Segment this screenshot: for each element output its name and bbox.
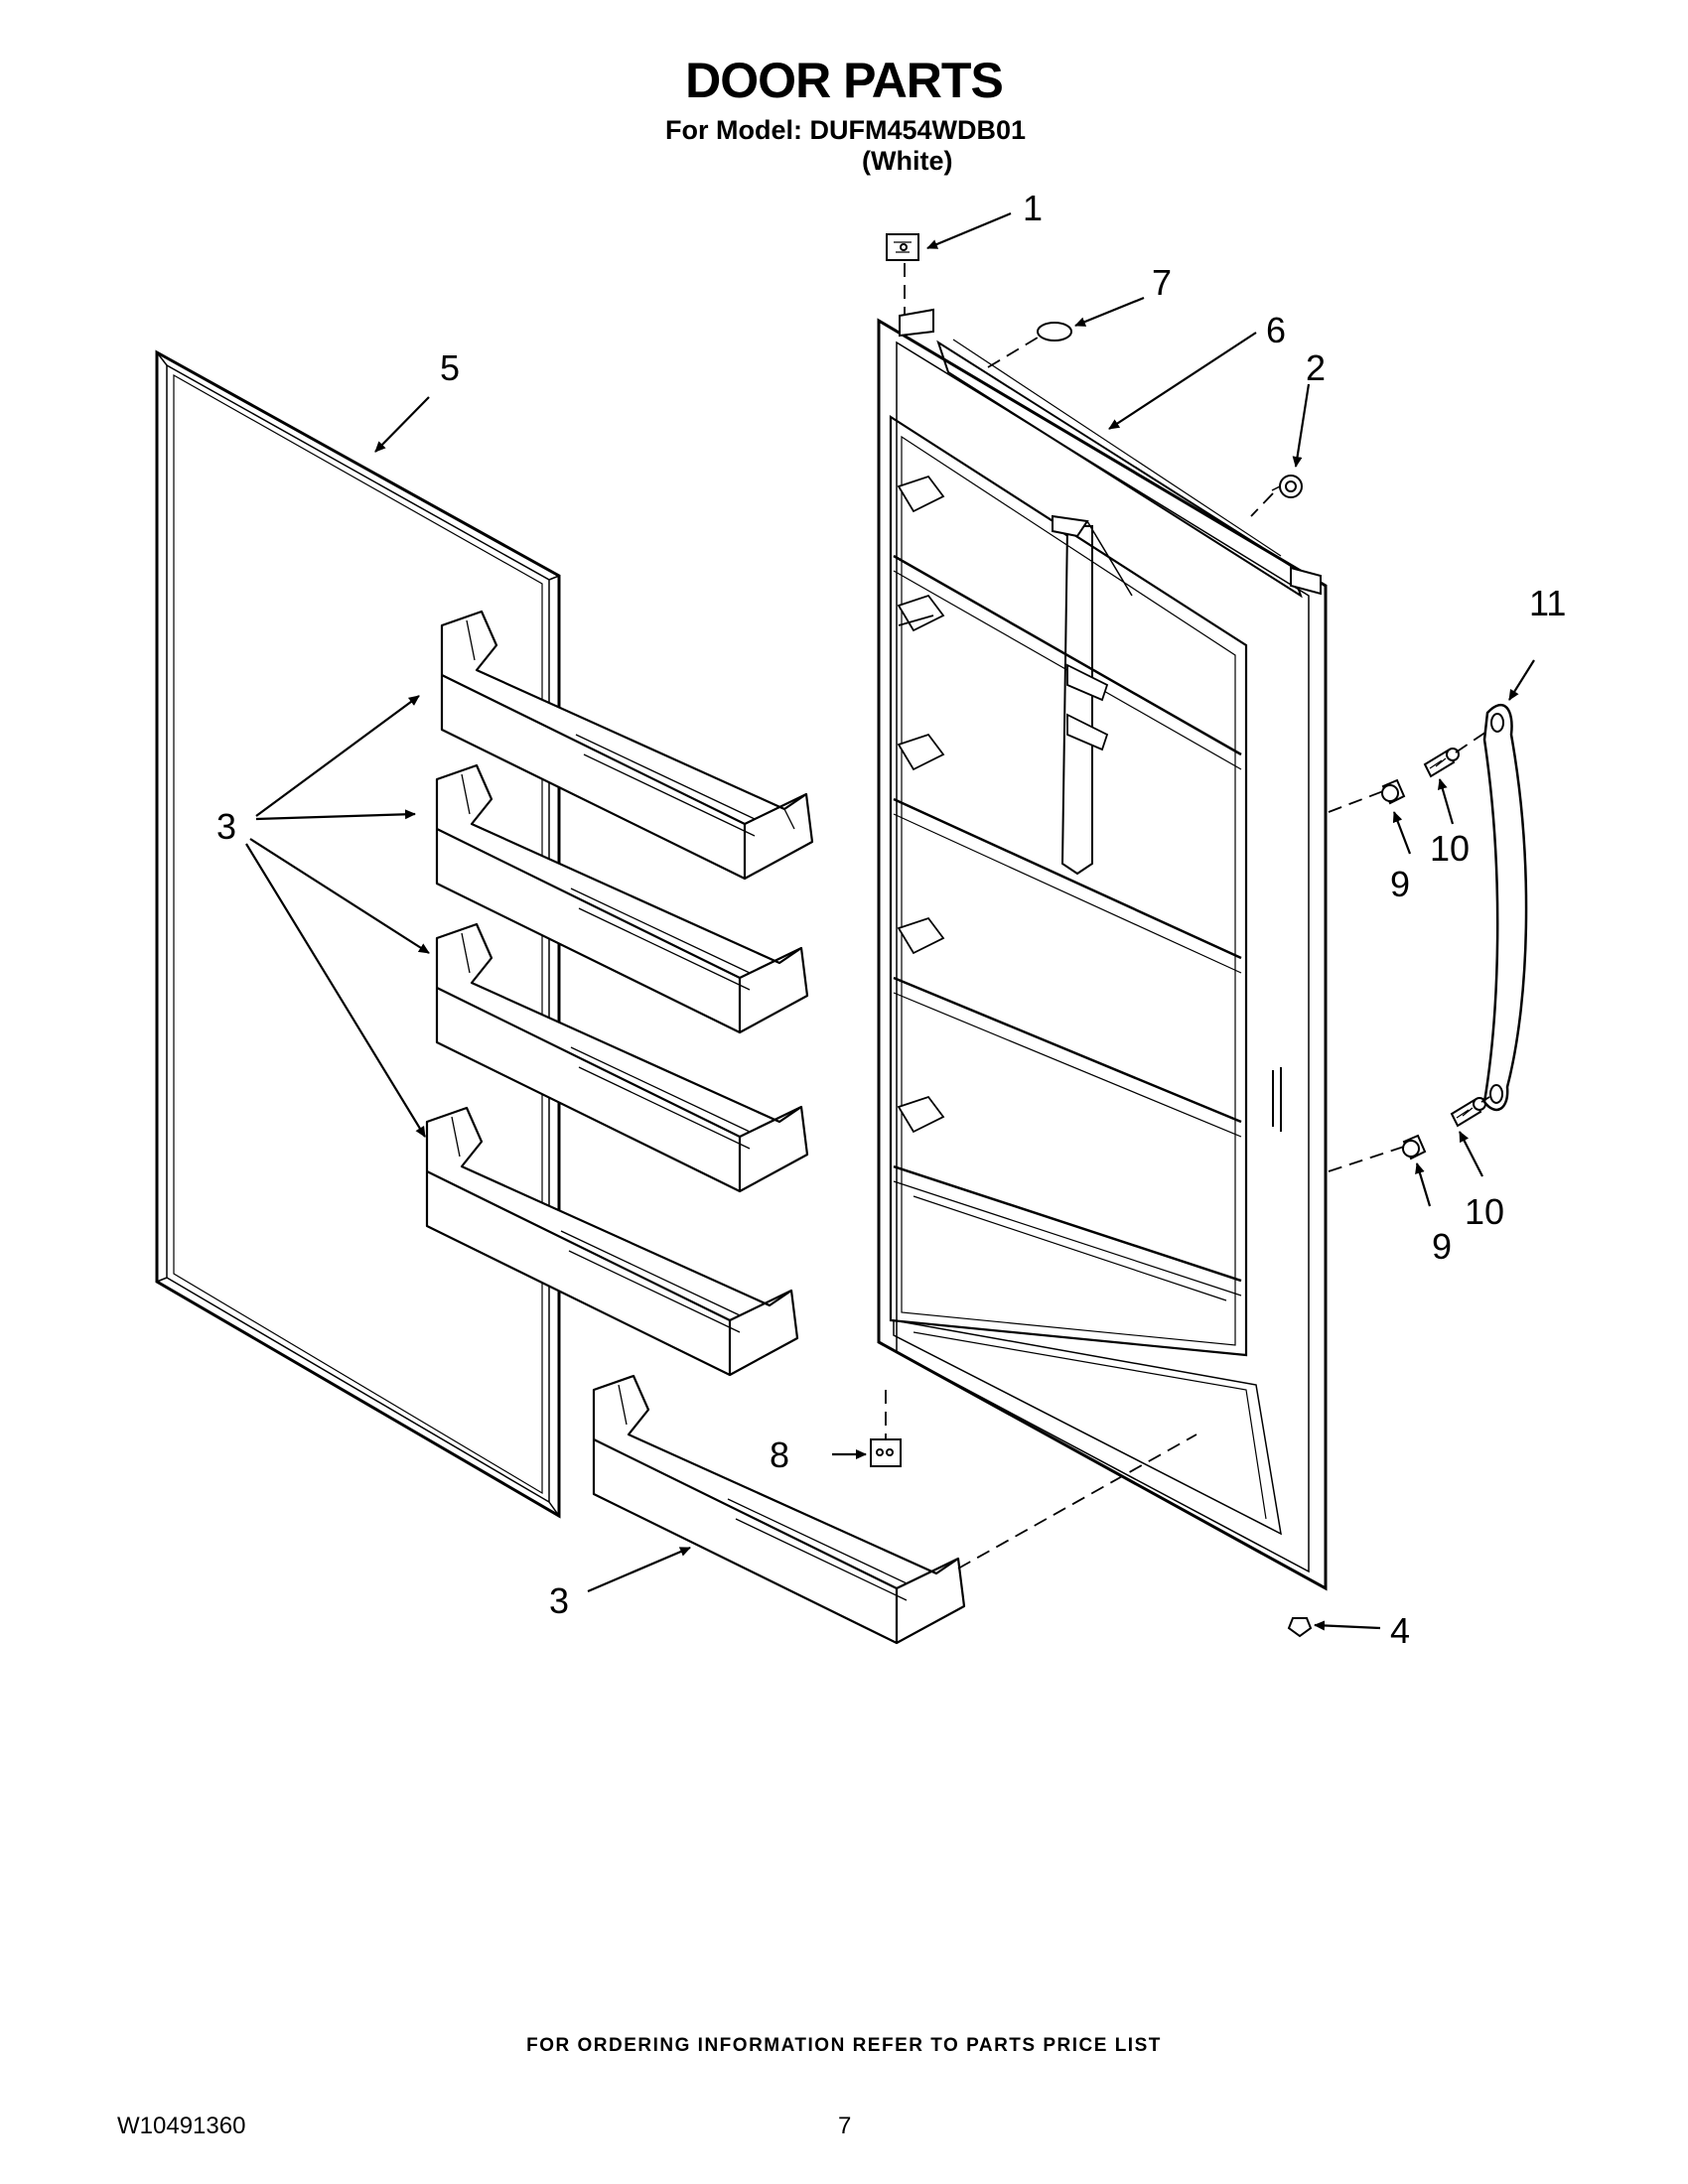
page-number: 7 — [838, 2113, 852, 2139]
inner-door-liner — [877, 308, 1328, 1591]
spacer-upper — [1381, 778, 1406, 805]
ordering-note: FOR ORDERING INFORMATION REFER TO PARTS … — [526, 2035, 1162, 2056]
callout-labels: 1 2 3 3 4 5 6 7 8 9 9 10 10 11 — [216, 188, 1566, 1651]
callout-10-lower: 10 — [1465, 1191, 1504, 1232]
bottom-screw — [1287, 1617, 1313, 1638]
leader-arrows — [245, 211, 1535, 1631]
callout-6: 6 — [1266, 310, 1286, 350]
document-number: W10491360 — [117, 2113, 246, 2139]
model-line: For Model: DUFM454WDB01 — [665, 115, 1027, 145]
handle-screw-lower — [1450, 1097, 1486, 1128]
bottom-hinge — [870, 1438, 902, 1467]
door-bin-5 — [592, 1374, 966, 1645]
callout-2: 2 — [1306, 347, 1326, 388]
door-gasket — [155, 349, 561, 1519]
hardware-parts — [870, 233, 1528, 1638]
callout-11: 11 — [1529, 583, 1566, 623]
callout-7: 7 — [1152, 262, 1172, 303]
callout-1: 1 — [1023, 188, 1043, 228]
top-hinge — [886, 233, 919, 261]
door-bin-4 — [425, 1106, 799, 1377]
callout-5: 5 — [440, 347, 460, 388]
hinge-pin — [1271, 475, 1303, 498]
handle-screw-upper — [1423, 748, 1460, 778]
callout-3-upper: 3 — [216, 806, 236, 847]
assembly-lines — [885, 263, 1490, 1570]
door-handle — [1482, 703, 1528, 1112]
door-bin-1 — [440, 610, 814, 881]
door-bins — [425, 610, 966, 1645]
washer — [1037, 322, 1072, 341]
callout-9-upper: 9 — [1390, 864, 1410, 904]
callout-4: 4 — [1390, 1610, 1410, 1651]
page-title: DOOR PARTS — [685, 53, 1004, 108]
callout-8: 8 — [770, 1434, 789, 1475]
spacer-lower — [1402, 1134, 1427, 1160]
door-bin-2 — [435, 763, 809, 1034]
door-bin-3 — [435, 922, 809, 1193]
callout-9-lower: 9 — [1432, 1226, 1452, 1267]
color-line: (White) — [862, 146, 953, 176]
callout-10-upper: 10 — [1430, 828, 1470, 869]
callout-3-lower: 3 — [549, 1580, 569, 1621]
